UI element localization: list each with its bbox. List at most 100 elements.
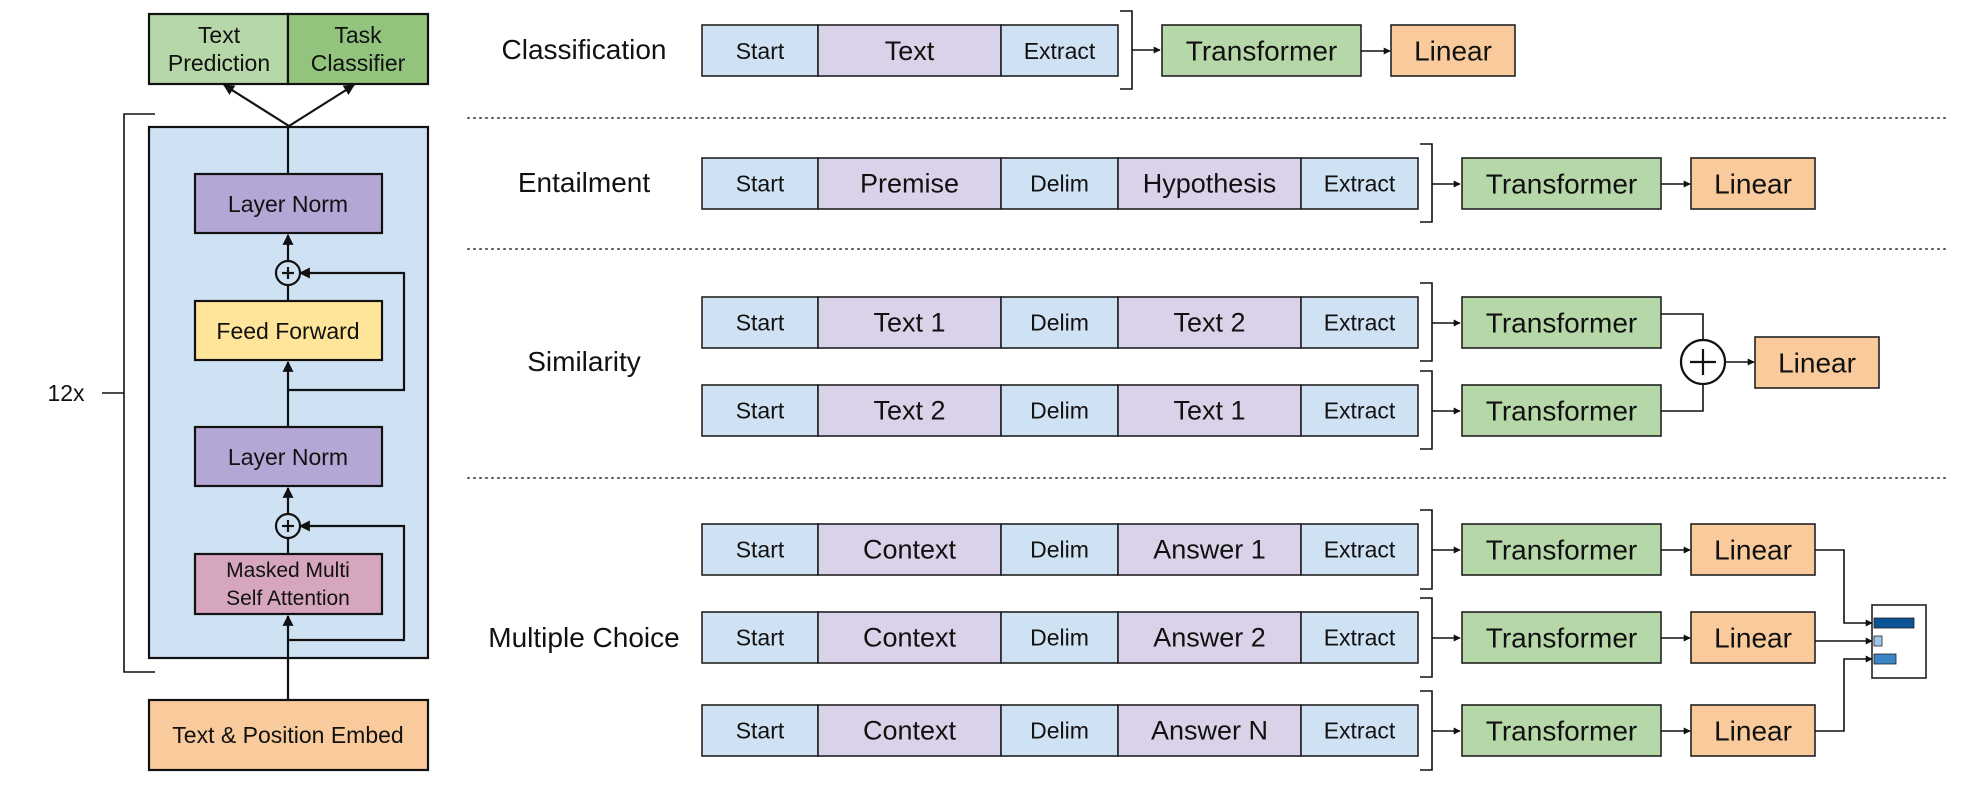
classification-linear-label: Linear xyxy=(1414,36,1492,67)
multiple-choice-row2-tokens-token-3 xyxy=(1117,611,1302,664)
classification-tokens: Start Text Extract xyxy=(701,24,1119,77)
arrow-to-text-prediction xyxy=(223,84,290,127)
residual-connection-top xyxy=(288,267,406,392)
task-classifier-box xyxy=(286,12,430,86)
multiple-choice-row3-tokens-token-label-4: Extract xyxy=(1324,718,1396,744)
entailment-tokens: Start Premise Delim Hypothesis Extract xyxy=(701,157,1419,210)
text-prediction-box xyxy=(147,12,290,86)
similarity-row1-tokens-token-label-0: Start xyxy=(736,310,785,336)
multiple-choice-linear-2 xyxy=(1690,611,1816,664)
multiple-choice-row3-tokens-token-3 xyxy=(1117,704,1302,757)
similarity-linear xyxy=(1754,336,1880,389)
similarity-row2-tokens-token-0 xyxy=(701,384,819,437)
similarity-line-to-sum-1 xyxy=(1661,313,1704,340)
classification-token-0 xyxy=(701,24,819,77)
classification-brace xyxy=(1120,10,1133,90)
multiple-choice-row3-tokens-token-label-2: Delim xyxy=(1030,718,1089,744)
multiple-choice-row1-tokens-token-2 xyxy=(1000,523,1119,576)
entailment-tokens-token-0 xyxy=(701,157,819,210)
similarity-row1-tokens-token-label-1: Text 1 xyxy=(873,308,945,338)
entailment-tokens-token-label-0: Start xyxy=(736,171,785,197)
entailment-tokens-token-label-4: Extract xyxy=(1324,171,1396,197)
similarity-row2-tokens-token-4 xyxy=(1300,384,1419,437)
feed-forward-label: Feed Forward xyxy=(216,318,359,344)
softmax-bar-3 xyxy=(1873,653,1897,665)
layer-norm-top xyxy=(193,172,384,235)
multiple-choice-row2-tokens-token-2 xyxy=(1000,611,1119,664)
entailment-tokens-token-2 xyxy=(1000,157,1119,210)
multiple-choice-linear-1-label: Linear xyxy=(1714,535,1792,566)
multiple-choice-row1-tokens-token-1 xyxy=(817,523,1002,576)
similarity-transformer-1-label: Transformer xyxy=(1486,308,1637,339)
similarity-row1-tokens: Start Text 1 Delim Text 2 Extract xyxy=(701,296,1419,349)
similarity-row1-tokens-token-label-3: Text 2 xyxy=(1173,308,1245,338)
multiple-choice-row2-tokens-token-label-4: Extract xyxy=(1324,625,1396,651)
layer-norm-bottom xyxy=(193,425,384,488)
classification-token-2 xyxy=(1000,24,1119,77)
text-prediction-label-line2: Prediction xyxy=(168,50,270,76)
similarity-brace-1 xyxy=(1420,282,1433,362)
task-classifier-label-line2: Classifier xyxy=(311,50,406,76)
entailment-tokens-token-label-1: Premise xyxy=(860,169,959,199)
multiple-choice-linear-3-label: Linear xyxy=(1714,716,1792,747)
similarity-row1-tokens-token-3 xyxy=(1117,296,1302,349)
multiple-choice-row1-tokens-token-label-0: Start xyxy=(736,537,785,563)
classification-transformer-label: Transformer xyxy=(1186,36,1337,67)
multiple-choice-transformer-2-label: Transformer xyxy=(1486,623,1637,654)
similarity-transformer-2-label: Transformer xyxy=(1486,396,1637,427)
similarity-row1-tokens-token-label-4: Extract xyxy=(1324,310,1396,336)
task-label-entailment: Entailment xyxy=(518,167,651,198)
text-position-embed-box xyxy=(147,698,430,772)
multiple-choice-row1-tokens-token-label-4: Extract xyxy=(1324,537,1396,563)
multiple-choice-row3-tokens-token-label-3: Answer N xyxy=(1151,716,1268,746)
similarity-row1-tokens-token-label-2: Delim xyxy=(1030,310,1089,336)
task-classifier-label-line1: Task xyxy=(334,22,382,48)
similarity-row2-tokens-token-2 xyxy=(1000,384,1119,437)
entailment-tokens-token-4 xyxy=(1300,157,1419,210)
multiple-choice-row3-tokens-token-4 xyxy=(1300,704,1419,757)
classification-token-label-1: Text xyxy=(885,36,935,66)
multiple-choice-brace-2 xyxy=(1420,597,1433,678)
entailment-tokens-token-label-2: Delim xyxy=(1030,171,1089,197)
entailment-linear-label: Linear xyxy=(1714,169,1792,200)
multiple-choice-row2-tokens-token-label-1: Context xyxy=(863,623,957,653)
multiple-choice-linear-2-label: Linear xyxy=(1714,623,1792,654)
multiple-choice-row2-tokens-token-label-3: Answer 2 xyxy=(1153,623,1266,653)
similarity-row1-tokens-token-0 xyxy=(701,296,819,349)
similarity-row1-tokens-token-4 xyxy=(1300,296,1419,349)
softmax-bar-1 xyxy=(1873,617,1915,629)
multiple-choice-transformer-3-label: Transformer xyxy=(1486,716,1637,747)
similarity-brace-2 xyxy=(1420,370,1433,450)
similarity-row2-tokens-token-label-3: Text 1 xyxy=(1173,396,1245,426)
entailment-tokens-token-1 xyxy=(817,157,1002,210)
similarity-row2-tokens-token-label-4: Extract xyxy=(1324,398,1396,424)
classification-linear xyxy=(1390,24,1516,77)
similarity-transformer-1 xyxy=(1461,296,1662,349)
entailment-tokens-token-label-3: Hypothesis xyxy=(1143,169,1277,199)
attention-label-line2: Self Attention xyxy=(226,587,350,610)
repeat-label: 12x xyxy=(47,380,85,406)
multiple-choice-linear-3 xyxy=(1690,704,1816,757)
classification-token-label-0: Start xyxy=(736,38,785,64)
similarity-row2-tokens-token-label-0: Start xyxy=(736,398,785,424)
classification-token-label-2: Extract xyxy=(1024,38,1096,64)
multiple-choice-row2-tokens-token-0 xyxy=(701,611,819,664)
masked-self-attention-box xyxy=(193,552,384,616)
multiple-choice-transformer-1 xyxy=(1461,523,1662,576)
transformer-architecture: Text Prediction Task Classifier 12x Laye… xyxy=(47,12,430,772)
similarity-linear-label: Linear xyxy=(1778,348,1856,379)
multiple-choice-row2-tokens-token-label-0: Start xyxy=(736,625,785,651)
multiple-choice-brace-1 xyxy=(1420,509,1433,590)
text-prediction-label-line1: Text xyxy=(198,22,241,48)
attention-label-line1: Masked Multi xyxy=(226,559,350,582)
similarity-line-to-sum-2 xyxy=(1661,384,1704,412)
entailment-brace xyxy=(1420,143,1433,223)
entailment-linear xyxy=(1690,157,1816,210)
classification-transformer xyxy=(1161,24,1362,77)
